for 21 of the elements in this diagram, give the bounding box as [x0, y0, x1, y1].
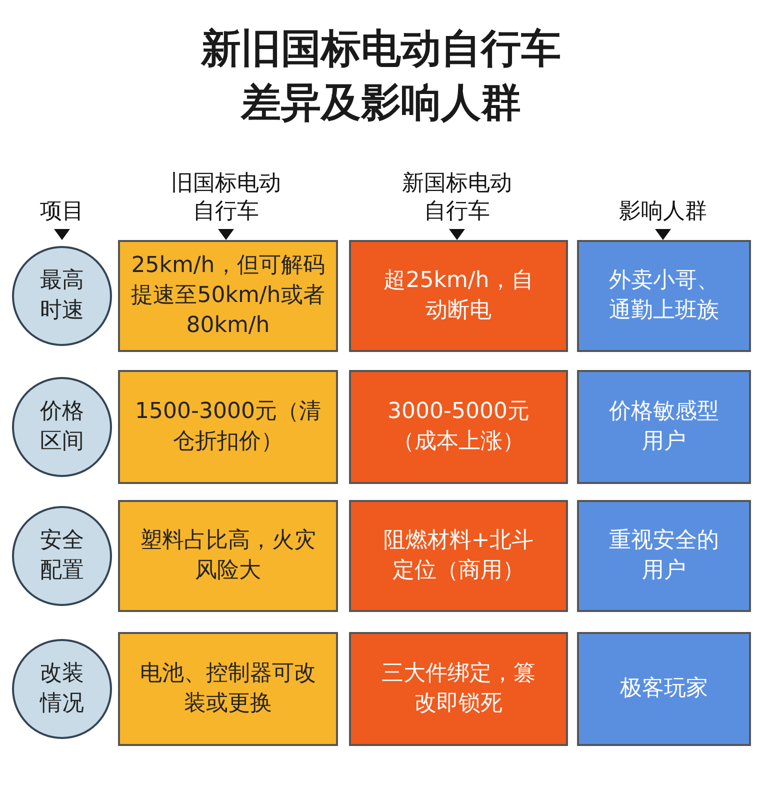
new-standard-box: 三大件绑定，篡改即锁死 [349, 632, 568, 746]
column-header: 旧国标电动自行车 [170, 170, 282, 226]
row-label-circle: 改装情况 [12, 639, 112, 739]
old-standard-box: 1500-3000元（清仓折扣价） [118, 370, 338, 484]
row-label-circle: 最高时速 [12, 246, 112, 346]
old-standard-box: 塑料占比高，火灾风险大 [118, 500, 338, 612]
old-standard-box: 25km/h，但可解码提速至50km/h或者80km/h [118, 240, 338, 352]
column-header: 新国标电动自行车 [401, 170, 513, 226]
affected-group-box: 重视安全的用户 [577, 500, 751, 612]
affected-group-box: 外卖小哥、通勤上班族 [577, 240, 751, 352]
row-label-circle: 安全配置 [12, 506, 112, 606]
affected-group-box: 极客玩家 [577, 632, 751, 746]
column-header: 影响人群 [618, 198, 708, 226]
old-standard-box: 电池、控制器可改装或更换 [118, 632, 338, 746]
row-label-circle: 价格区间 [12, 377, 112, 477]
title: 新旧国标电动自行车差异及影响人群 [200, 25, 562, 128]
affected-group-box: 价格敏感型用户 [577, 370, 751, 484]
new-standard-box: 超25km/h，自动断电 [349, 240, 568, 352]
new-standard-box: 阻燃材料+北斗定位（商用） [349, 500, 568, 612]
new-standard-box: 3000-5000元（成本上涨） [349, 370, 568, 484]
column-header: 项目 [39, 198, 85, 226]
